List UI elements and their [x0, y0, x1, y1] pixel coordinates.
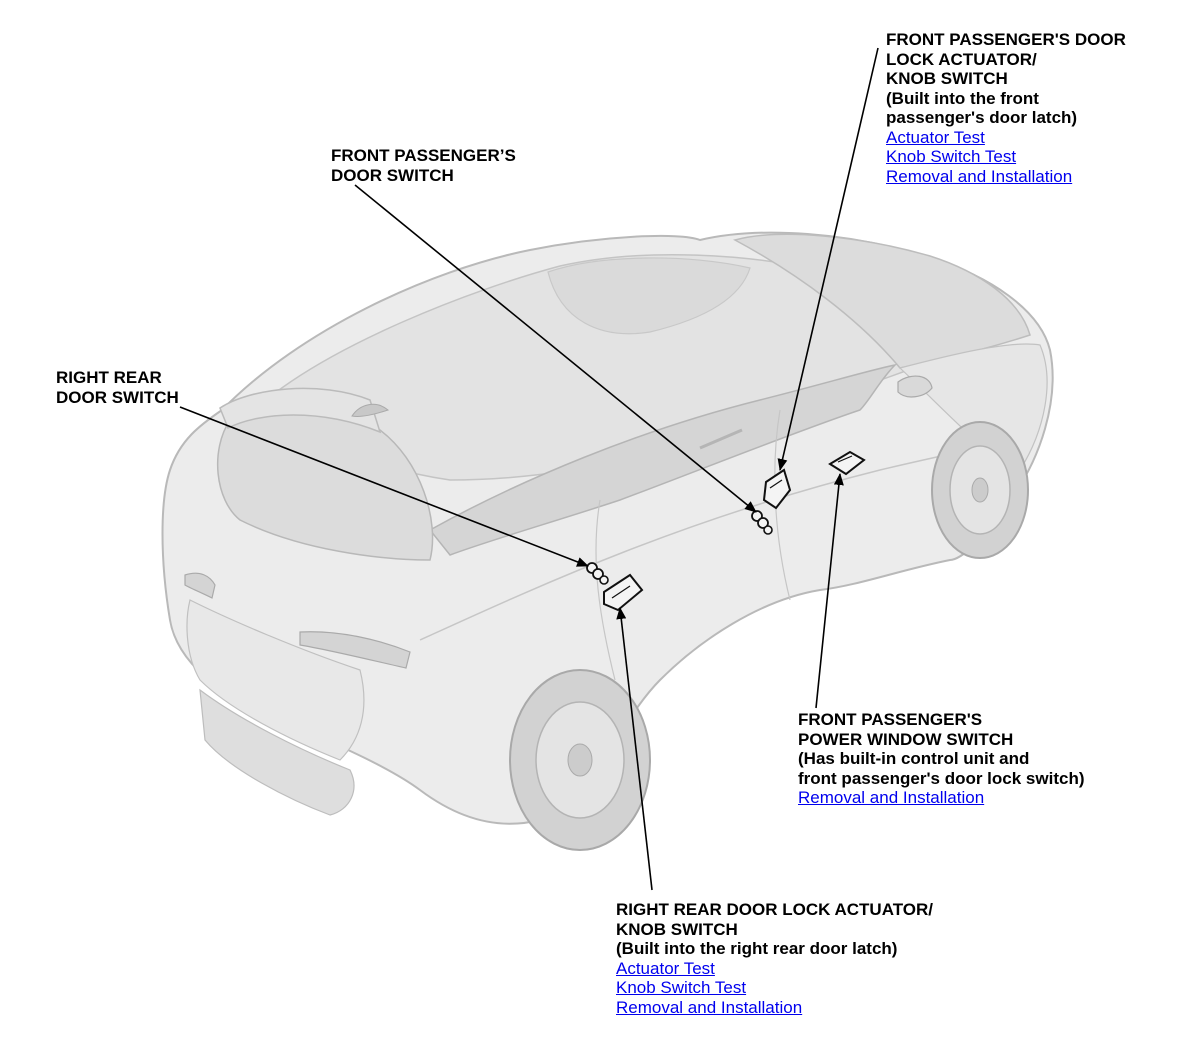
callout-title-line: RIGHT REAR DOOR LOCK ACTUATOR/: [616, 900, 934, 919]
callout-title-line: RIGHT REAR: [56, 368, 162, 387]
right-tail-light: [299, 631, 411, 669]
callout-title-line: KNOB SWITCH: [616, 919, 738, 939]
callout-title-line: FRONT PASSENGER'S DOOR: [886, 30, 1126, 49]
callout-power-window-switch: FRONT PASSENGER'S POWER WINDOW SWITCH (H…: [798, 710, 1085, 808]
callout-note-line: (Has built-in control unit and: [798, 749, 1030, 768]
knob-switch-test-link[interactable]: Knob Switch Test: [616, 978, 747, 997]
rear-lock-actuator-part: [603, 573, 644, 612]
callout-title-line: DOOR SWITCH: [331, 165, 454, 185]
leader-lines: [179, 47, 879, 891]
rear-spoiler: [219, 387, 382, 434]
callout-title-line: FRONT PASSENGER'S: [798, 710, 983, 729]
antenna: [351, 403, 390, 417]
callout-title-line: LOCK ACTUATOR/: [886, 49, 1037, 69]
rear-door-switch-part: [586, 562, 609, 585]
callout-front-door-switch: FRONT PASSENGER’S DOOR SWITCH: [331, 146, 516, 185]
vehicle-body: [161, 231, 1054, 851]
rear-wheel: [509, 669, 651, 851]
leader-front-door-switch: [354, 184, 757, 513]
callout-rear-door-switch: RIGHT REAR DOOR SWITCH: [56, 368, 179, 407]
callout-note-line: (Built into the front: [886, 88, 1039, 108]
components: [586, 450, 866, 612]
rear-bumper: [199, 688, 355, 816]
leader-rear-door-switch: [179, 406, 589, 567]
actuator-test-link[interactable]: Actuator Test: [886, 127, 985, 147]
leader-front-lock-actuator: [777, 47, 879, 471]
callout-note-line: passenger's door latch): [886, 108, 1078, 127]
removal-installation-link[interactable]: Removal and Installation: [886, 166, 1073, 186]
front-wheel: [931, 421, 1029, 559]
door-seam-rear: [595, 499, 616, 681]
callout-note-line: (Built into the right rear door latch): [616, 939, 898, 958]
front-door-switch-part: [751, 510, 773, 535]
callout-title-line: FRONT PASSENGER’S: [331, 146, 516, 165]
left-tail-light: [184, 572, 216, 599]
windshield: [732, 233, 1031, 369]
callout-title-line: DOOR SWITCH: [56, 387, 179, 407]
removal-installation-link[interactable]: Removal and Installation: [616, 997, 803, 1017]
side-windows: [428, 363, 898, 556]
sunroof: [547, 257, 751, 335]
leader-power-window-switch: [815, 473, 844, 709]
knob-switch-test-link[interactable]: Knob Switch Test: [886, 147, 1017, 166]
front-lock-actuator-part: [762, 468, 792, 510]
leader-rear-lock-actuator: [616, 607, 653, 891]
removal-installation-link[interactable]: Removal and Installation: [798, 788, 985, 807]
power-window-switch-part: [828, 450, 866, 476]
callout-title-line: KNOB SWITCH: [886, 69, 1008, 88]
b-pillar: [699, 428, 743, 450]
callout-rear-lock-actuator: RIGHT REAR DOOR LOCK ACTUATOR/ KNOB SWIT…: [616, 900, 933, 1017]
callout-title-line: POWER WINDOW SWITCH: [798, 729, 1014, 749]
callout-front-lock-actuator: FRONT PASSENGER'S DOOR LOCK ACTUATOR/ KN…: [886, 30, 1126, 186]
actuator-test-link[interactable]: Actuator Test: [616, 958, 715, 978]
callout-note-line: front passenger's door lock switch): [798, 768, 1085, 788]
side-mirror: [897, 375, 933, 398]
tailgate: [186, 599, 365, 761]
